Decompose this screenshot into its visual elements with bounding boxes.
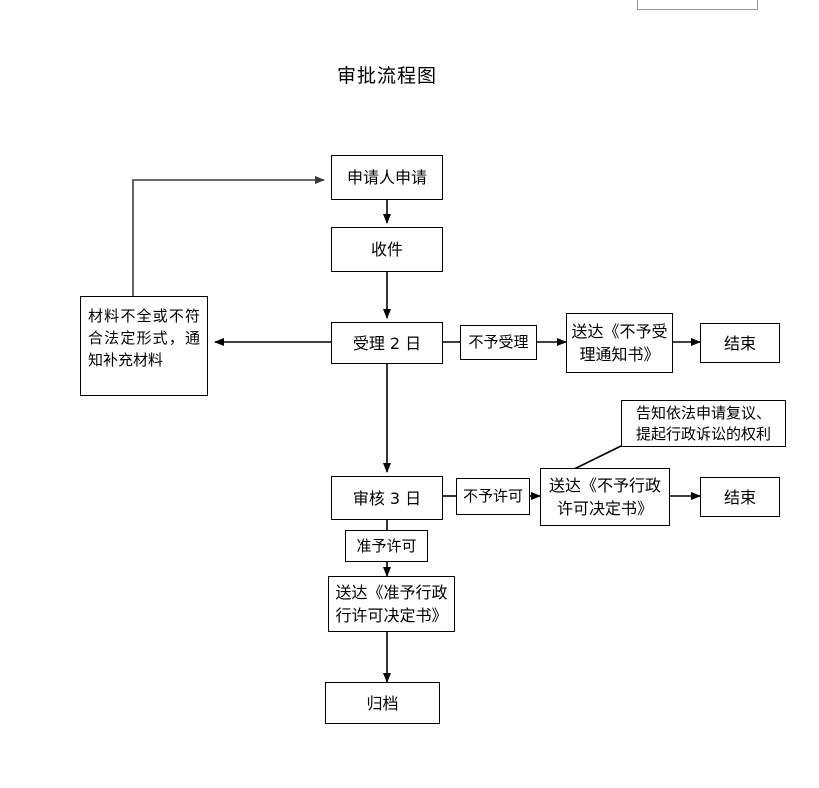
node-review-3-days[interactable]: 审核 3 日: [331, 476, 443, 520]
node-applicant-apply[interactable]: 申请人申请: [331, 155, 443, 200]
partial-box-top-right: [637, 0, 758, 10]
node-receive[interactable]: 收件: [331, 227, 443, 272]
node-label: 送达《准予行政 行许可决定书》: [335, 583, 448, 625]
page-title: 审批流程图: [337, 65, 438, 87]
node-label: 送达《不予行政 许可决定书》: [548, 476, 661, 518]
node-label: 告知依法申请复议、 提起行政诉讼的权利: [635, 403, 771, 443]
node-label: 申请人申请: [346, 168, 427, 187]
node-label: 材料不全或不符合法定形式，通知补充材料: [88, 307, 200, 369]
node-serve-non-acceptance-notice[interactable]: 送达《不予受 理通知书》: [566, 313, 673, 373]
node-end-top[interactable]: 结束: [700, 323, 780, 363]
node-label: 收件: [370, 240, 403, 259]
node-label: 送达《不予受 理通知书》: [571, 322, 668, 364]
node-serve-permit-decision[interactable]: 送达《准予行政 行许可决定书》: [328, 576, 455, 632]
node-not-accept[interactable]: 不予受理: [460, 325, 537, 360]
node-label: 受理 2 日: [352, 333, 422, 353]
node-accept-2-days[interactable]: 受理 2 日: [331, 322, 443, 364]
node-label: 审核 3 日: [352, 488, 422, 508]
node-grant-permit[interactable]: 准予许可: [345, 530, 428, 562]
edge-supplement-to-apply-loop: [132, 176, 325, 296]
node-label: 归档: [366, 693, 399, 713]
node-label: 结束: [723, 333, 756, 353]
node-serve-non-permit-decision[interactable]: 送达《不予行政 许可决定书》: [540, 468, 670, 526]
node-archive[interactable]: 归档: [325, 682, 440, 724]
node-label: 不予受理: [468, 333, 529, 351]
node-label: 结束: [723, 487, 756, 507]
node-rights-notice[interactable]: 告知依法申请复议、 提起行政诉讼的权利: [621, 400, 786, 447]
node-label: 准予许可: [356, 536, 417, 555]
node-end-middle[interactable]: 结束: [700, 477, 780, 517]
node-label: 不予许可: [462, 487, 523, 505]
node-not-permit[interactable]: 不予许可: [456, 478, 530, 515]
node-supplement-notice[interactable]: 材料不全或不符合法定形式，通知补充材料: [80, 296, 208, 396]
